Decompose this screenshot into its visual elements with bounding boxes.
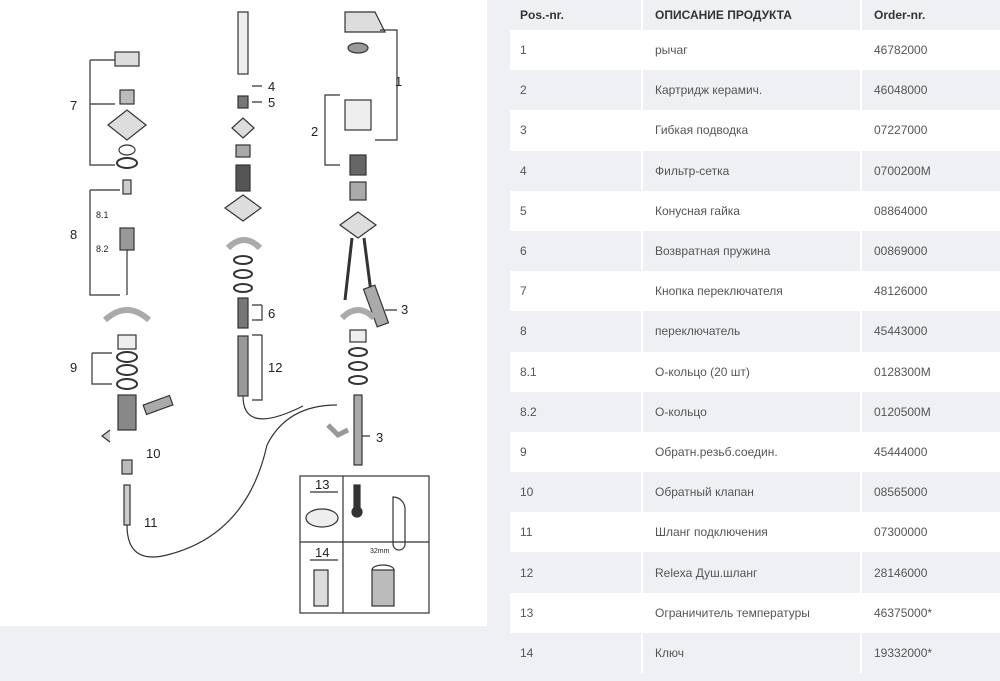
parts-table: Pos.-nr. ОПИСАНИЕ ПРОДУКТА Order-nr. 1 ры… bbox=[510, 0, 1000, 673]
table-header: Pos.-nr. ОПИСАНИЕ ПРОДУКТА Order-nr. bbox=[510, 0, 1000, 30]
description-cell: O-кольцо (20 шт) bbox=[641, 351, 860, 392]
order-number-cell: 0128300M bbox=[860, 351, 1000, 392]
order-number-cell: 0700200M bbox=[860, 150, 1000, 191]
table-row: 8.1 O-кольцо (20 шт)0128300M bbox=[510, 351, 1000, 392]
header-pos: Pos.-nr. bbox=[520, 8, 565, 22]
description-cell: Шланг подключения bbox=[641, 512, 860, 553]
description-cell: Фильтр-сетка bbox=[641, 150, 860, 191]
callout-label: 2 bbox=[311, 124, 319, 139]
callout-label: 5 bbox=[268, 95, 276, 110]
exploded-parts-diagram: 1 2 3 3 4 5 6 7 8 8.1 8.2 9 10 11 12 13 … bbox=[0, 0, 487, 626]
pos-cell: 9 bbox=[520, 444, 527, 459]
pos-cell: 10 bbox=[520, 485, 534, 500]
pos-cell: 3 bbox=[520, 123, 527, 138]
order-number-cell: 0120500M bbox=[860, 391, 1000, 432]
callout-label: 13 bbox=[315, 477, 330, 492]
callout-label: 8 bbox=[70, 227, 78, 242]
order-number-cell: 28146000 bbox=[860, 552, 1000, 593]
order-number-cell: 46375000* bbox=[860, 592, 1000, 633]
pos-cell: 2 bbox=[520, 83, 527, 98]
table-row: 2 Картридж керамич.46048000 bbox=[510, 70, 1000, 111]
description-cell: O-кольцо bbox=[641, 391, 860, 432]
header-description: ОПИСАНИЕ ПРОДУКТА bbox=[641, 0, 860, 30]
pos-cell: 6 bbox=[520, 244, 527, 259]
order-number-cell: 45443000 bbox=[860, 311, 1000, 352]
pos-cell: 8.1 bbox=[520, 364, 537, 379]
callout-label: 3 bbox=[401, 302, 409, 317]
description-cell: Конусная гайка bbox=[641, 190, 860, 231]
description-cell: рычаг bbox=[641, 30, 860, 71]
description-cell: Гибкая подводка bbox=[641, 110, 860, 151]
description-cell: Ограничитель температуры bbox=[641, 592, 860, 633]
callout-label: 8.1 bbox=[96, 210, 109, 220]
pos-cell: 8.2 bbox=[520, 404, 537, 419]
order-number-cell: 45444000 bbox=[860, 431, 1000, 473]
table-row: 9 Обратн.резьб.соедин.45444000 bbox=[510, 431, 1000, 473]
order-number-cell: 46782000 bbox=[860, 30, 1000, 71]
order-number-cell: 07227000 bbox=[860, 110, 1000, 151]
description-cell: Кнопка переключателя bbox=[641, 271, 860, 312]
callout-label: 12 bbox=[268, 360, 283, 375]
pos-cell: 7 bbox=[520, 284, 527, 299]
description-cell: Возвратная пружина bbox=[641, 230, 860, 272]
pos-cell: 12 bbox=[520, 565, 534, 580]
callout-label: 10 bbox=[146, 446, 161, 461]
description-cell: переключатель bbox=[641, 311, 860, 352]
pos-cell: 5 bbox=[520, 203, 527, 218]
description-cell: Картридж керамич. bbox=[641, 70, 860, 111]
callout-label: 14 bbox=[315, 545, 330, 560]
description-cell: Обратный клапан bbox=[641, 472, 860, 513]
order-number-cell: 08864000 bbox=[860, 190, 1000, 231]
order-number-cell: 08565000 bbox=[860, 472, 1000, 513]
callout-label: 1 bbox=[395, 74, 403, 89]
pos-cell: 8 bbox=[520, 324, 527, 339]
pos-cell: 13 bbox=[520, 605, 534, 620]
callout-label: 4 bbox=[268, 79, 276, 94]
order-number-cell: 46048000 bbox=[860, 70, 1000, 111]
order-number-cell: 48126000 bbox=[860, 271, 1000, 312]
callout-label: 8.2 bbox=[96, 244, 109, 254]
order-number-cell: 07300000 bbox=[860, 512, 1000, 553]
order-number-cell: 00869000 bbox=[860, 230, 1000, 272]
pos-cell: 1 bbox=[520, 43, 527, 58]
description-cell: Relexa Душ.шланг bbox=[641, 552, 860, 593]
pos-cell: 4 bbox=[520, 163, 527, 178]
callout-label: 11 bbox=[144, 515, 158, 530]
callout-label: 3 bbox=[376, 430, 384, 445]
callout-label: 7 bbox=[70, 98, 78, 113]
order-number-cell: 19332000* bbox=[860, 632, 1000, 673]
callout-label: 9 bbox=[70, 360, 78, 375]
header-order: Order-nr. bbox=[860, 0, 1000, 30]
callout-label: 6 bbox=[268, 306, 276, 321]
size-note: 32mm bbox=[370, 548, 390, 555]
description-cell: Обратн.резьб.соедин. bbox=[641, 431, 860, 473]
pos-cell: 14 bbox=[520, 645, 534, 660]
parts-drawing bbox=[89, 11, 430, 614]
pos-cell: 11 bbox=[520, 525, 533, 540]
description-cell: Ключ bbox=[641, 632, 860, 673]
